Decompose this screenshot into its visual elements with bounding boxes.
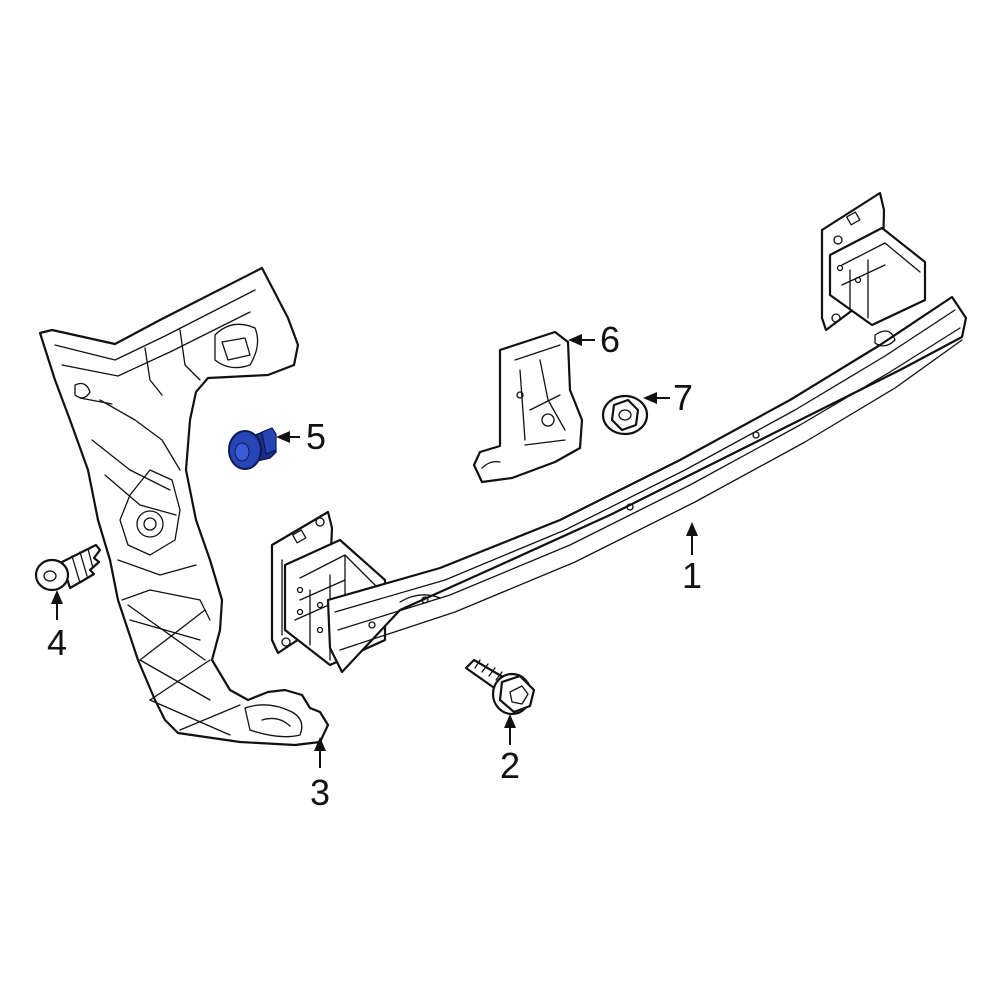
callout-3: 3 <box>310 737 330 813</box>
callout-number: 6 <box>600 319 620 360</box>
callout-1: 1 <box>682 522 702 596</box>
callout-6: 6 <box>568 319 620 360</box>
reinforcement-bar <box>270 191 968 674</box>
callout-7: 7 <box>643 377 693 418</box>
mount-bracket <box>472 330 584 484</box>
bolt <box>464 658 536 716</box>
push-clip <box>228 427 277 470</box>
callout-number: 4 <box>47 622 67 663</box>
callout-4: 4 <box>47 590 67 663</box>
callout-number: 2 <box>500 745 520 786</box>
callout-number: 5 <box>306 416 326 457</box>
flange-nut <box>601 394 649 436</box>
callout-number: 7 <box>673 377 693 418</box>
side-bracket <box>38 266 330 747</box>
callout-5: 5 <box>276 416 326 457</box>
callout-number: 1 <box>682 555 702 596</box>
callout-2: 2 <box>500 714 520 786</box>
callout-number: 3 <box>310 772 330 813</box>
screw <box>34 543 102 592</box>
